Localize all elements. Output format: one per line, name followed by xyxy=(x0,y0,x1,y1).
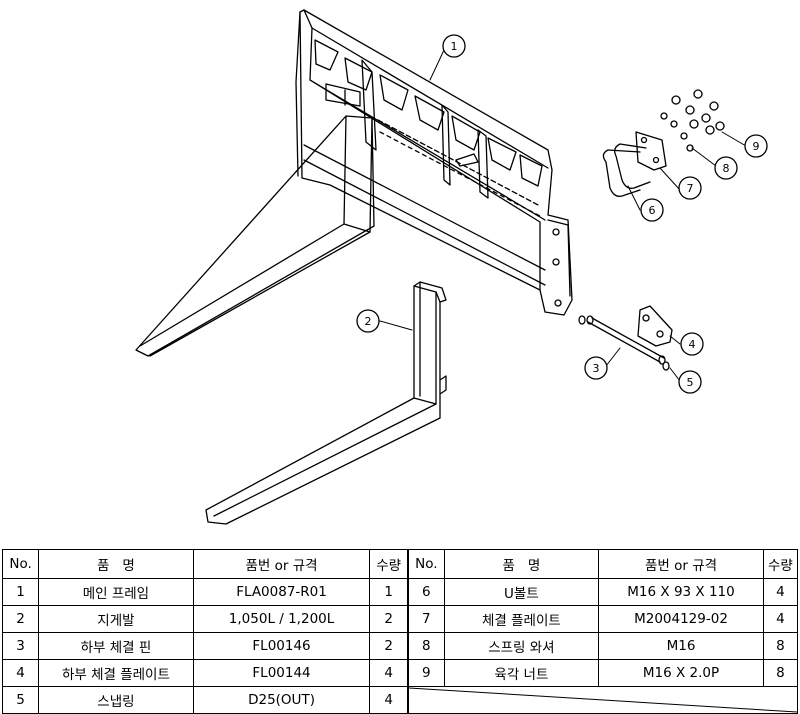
callout-label: 6 xyxy=(649,204,656,217)
row-spec: 1,050L / 1,200L xyxy=(192,605,371,633)
diagonal-strike xyxy=(409,687,797,713)
row-qty: 4 xyxy=(369,659,409,687)
row-no: 2 xyxy=(1,605,40,633)
row-qty: 4 xyxy=(369,686,409,714)
row-name: 체결 플레이트 xyxy=(443,605,600,633)
row-name: 하부 체결 핀 xyxy=(38,632,194,660)
spring-washer-part xyxy=(660,112,694,152)
fork-part xyxy=(205,281,447,525)
parts-list-table: No. 품 명 품번 or 규격 수량 No. 품 명 품번 or 규격 수량 … xyxy=(1,549,799,714)
exploded-assembly-drawing: 1 2 3 4 5 6 7 8 9 xyxy=(135,9,768,525)
row-name: 하부 체결 플레이트 xyxy=(38,659,194,687)
header-name: 품 명 xyxy=(38,549,194,579)
row-no: 4 xyxy=(1,659,40,687)
row-name: 메인 프레임 xyxy=(38,578,194,606)
callout-6: 6 xyxy=(640,198,664,222)
header-no: No. xyxy=(1,549,40,579)
row-qty: 2 xyxy=(369,632,409,660)
callout-4: 4 xyxy=(680,332,704,356)
row-name: 스프링 와셔 xyxy=(443,632,600,660)
table-row: 2 지게발 1,050L / 1,200L 2 7 체결 플레이트 M20041… xyxy=(1,605,799,633)
empty-cell xyxy=(407,686,798,714)
callout-7: 7 xyxy=(678,176,702,200)
header-spec: 품번 or 규격 xyxy=(192,549,371,579)
callout-9: 9 xyxy=(744,134,768,158)
row-name: 스냅링 xyxy=(38,686,194,714)
row-qty: 4 xyxy=(762,578,799,606)
leader-lines xyxy=(379,49,747,382)
table-row: 1 메인 프레임 FLA0087-R01 1 6 U볼트 M16 X 93 X … xyxy=(1,578,799,606)
hex-nut-part xyxy=(671,89,725,135)
lower-plate-part xyxy=(637,305,673,347)
row-name: 육각 너트 xyxy=(443,659,600,687)
row-spec: M16 X 93 X 110 xyxy=(598,578,764,606)
table-row: 3 하부 체결 핀 FL00146 2 8 스프링 와셔 M16 8 xyxy=(1,632,799,660)
table-header-row: No. 품 명 품번 or 규격 수량 No. 품 명 품번 or 규격 수량 xyxy=(1,549,799,579)
row-spec: M2004129-02 xyxy=(598,605,764,633)
clamp-plate-part xyxy=(635,131,667,171)
callout-label: 9 xyxy=(753,140,760,153)
callout-label: 4 xyxy=(689,338,696,351)
callout-label: 8 xyxy=(723,162,730,175)
callout-label: 2 xyxy=(365,315,372,328)
callout-5: 5 xyxy=(678,370,702,394)
row-spec: M16 xyxy=(598,632,764,660)
row-qty: 2 xyxy=(369,605,409,633)
snap-ring-part xyxy=(578,315,670,371)
row-qty: 4 xyxy=(762,605,799,633)
callout-1: 1 xyxy=(442,34,466,58)
row-spec: M16 X 2.0P xyxy=(598,659,764,687)
header-qty: 수량 xyxy=(762,549,799,579)
row-no: 3 xyxy=(1,632,40,660)
callout-label: 5 xyxy=(687,376,694,389)
header-spec: 품번 or 규격 xyxy=(598,549,764,579)
row-spec: FLA0087-R01 xyxy=(192,578,371,606)
row-no: 5 xyxy=(1,686,40,714)
row-name: 지게발 xyxy=(38,605,194,633)
callout-8: 8 xyxy=(714,156,738,180)
row-qty: 8 xyxy=(762,632,799,660)
mounted-fork xyxy=(135,115,375,357)
callout-label: 3 xyxy=(593,362,600,375)
callout-label: 7 xyxy=(687,182,694,195)
row-no: 1 xyxy=(1,578,40,606)
row-no: 9 xyxy=(406,659,445,687)
header-qty: 수량 xyxy=(369,549,409,579)
header-name: 품 명 xyxy=(443,549,600,579)
callout-label: 1 xyxy=(451,40,458,53)
table-row: 5 스냅링 D25(OUT) 4 xyxy=(1,686,798,714)
row-spec: FL00144 xyxy=(192,659,371,687)
row-spec: FL00146 xyxy=(192,632,371,660)
row-name: U볼트 xyxy=(443,578,600,606)
row-qty: 1 xyxy=(369,578,409,606)
row-no: 7 xyxy=(406,605,445,633)
u-bolt-part xyxy=(602,143,651,197)
table-row: 4 하부 체결 플레이트 FL00144 4 9 육각 너트 M16 X 2.0… xyxy=(1,659,799,687)
row-no: 6 xyxy=(406,578,445,606)
main-frame-part xyxy=(295,9,573,316)
callout-2: 2 xyxy=(356,309,380,333)
row-no: 8 xyxy=(406,632,445,660)
lower-pin-part xyxy=(586,315,666,365)
header-no: No. xyxy=(406,549,445,579)
callout-3: 3 xyxy=(584,356,608,380)
row-qty: 8 xyxy=(762,659,799,687)
row-spec: D25(OUT) xyxy=(192,686,371,714)
